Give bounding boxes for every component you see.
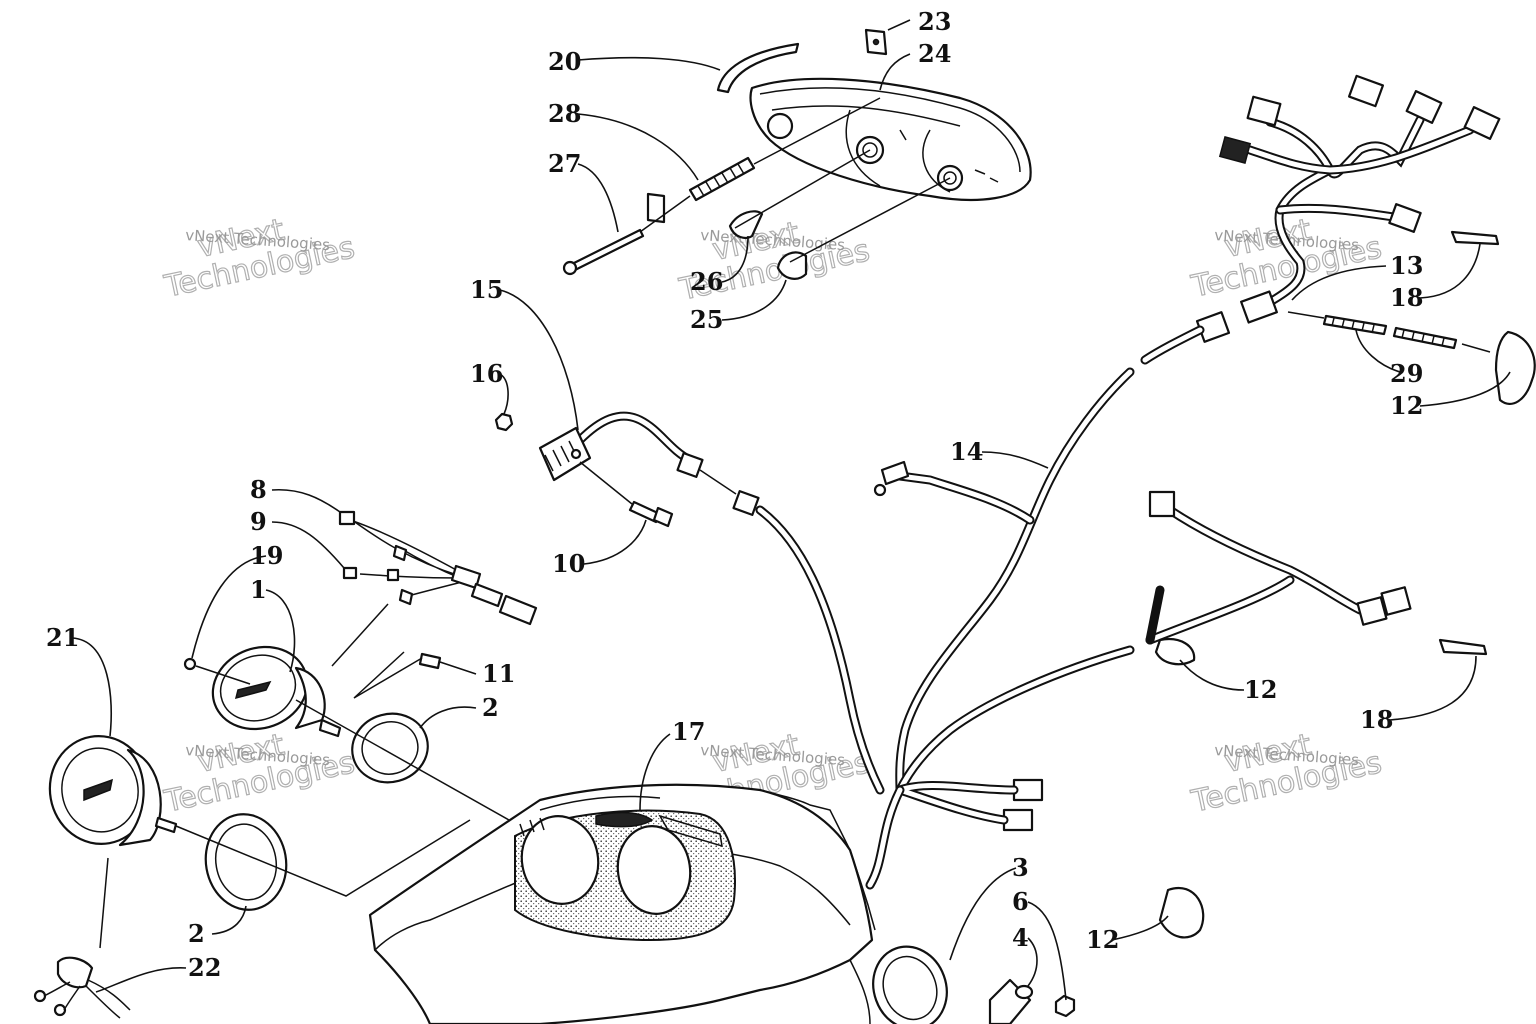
callout-12-middle: 12 — [1244, 675, 1277, 704]
callout-13: 13 — [1390, 251, 1423, 280]
callout-2-lower: 2 — [188, 919, 205, 948]
gauge-1-tachometer — [211, 645, 342, 738]
bulb-retainer-26 — [728, 210, 808, 280]
headlight-housing — [749, 77, 1032, 201]
screw-19 — [183, 657, 197, 671]
nut-6 — [1054, 994, 1076, 1018]
headlight-trim-strip — [716, 42, 800, 94]
callout-23: 23 — [918, 7, 951, 36]
spring-29 — [1287, 311, 1491, 353]
dash-panel-17 — [368, 783, 876, 1024]
leader-lines — [71, 19, 1511, 1001]
callout-3: 3 — [1012, 853, 1029, 882]
callout-14: 14 — [950, 437, 983, 466]
adjuster-screw-27 — [562, 192, 666, 276]
callout-10: 10 — [552, 549, 585, 578]
callout-6: 6 — [1012, 887, 1029, 916]
adjuster-spring-28 — [688, 156, 756, 202]
callout-9: 9 — [250, 507, 267, 536]
headlight-wiring-harness — [1195, 74, 1501, 343]
bolt-10 — [628, 500, 674, 528]
main-wiring-harness — [865, 325, 1412, 890]
callout-16: 16 — [470, 359, 503, 388]
clip-18-upper — [1450, 230, 1500, 246]
clamp-12-middle — [1154, 638, 1196, 666]
bulb-socket-22 — [33, 956, 131, 1019]
callout-26: 26 — [690, 267, 723, 296]
bulb-socket-11 — [418, 652, 442, 670]
callout-8: 8 — [250, 475, 267, 504]
clip-18-lower — [1438, 638, 1488, 656]
gauge-harness-8-9 — [338, 510, 538, 626]
callout-29: 29 — [1390, 359, 1423, 388]
gauge-ring-2-lower — [204, 813, 288, 911]
clamp-12-upper — [1494, 330, 1536, 405]
callout-21: 21 — [46, 623, 79, 652]
callout-22: 22 — [188, 953, 221, 982]
callout-20: 20 — [548, 47, 581, 76]
callout-12-lower: 12 — [1086, 925, 1119, 954]
callout-18-lower: 18 — [1360, 705, 1393, 734]
callout-12-upper: 12 — [1390, 391, 1423, 420]
gauge-ring-2-upper — [351, 712, 429, 784]
relay-box-15 — [538, 426, 592, 482]
clip-23 — [864, 28, 888, 56]
callout-28: 28 — [548, 99, 581, 128]
nut-16 — [494, 412, 514, 432]
callout-4: 4 — [1012, 923, 1029, 952]
callout-15: 15 — [470, 275, 503, 304]
callout-18-upper: 18 — [1390, 283, 1423, 312]
sub-harness-15 — [575, 411, 885, 795]
washer-4 — [1014, 984, 1034, 1000]
callout-1: 1 — [250, 575, 267, 604]
callout-17: 17 — [672, 717, 705, 746]
callout-labels: 20 23 24 28 27 26 25 15 16 10 8 9 19 1 2… — [46, 7, 1423, 982]
callout-11: 11 — [482, 659, 515, 688]
callout-27: 27 — [548, 149, 581, 178]
callout-24: 24 — [918, 39, 951, 68]
clamp-12-lower — [1158, 887, 1205, 939]
switch-3 — [872, 945, 1032, 1024]
gauge-21-speedometer — [48, 735, 178, 847]
callout-25: 25 — [690, 305, 723, 334]
callout-19: 19 — [250, 541, 283, 570]
callout-2-upper: 2 — [482, 693, 499, 722]
